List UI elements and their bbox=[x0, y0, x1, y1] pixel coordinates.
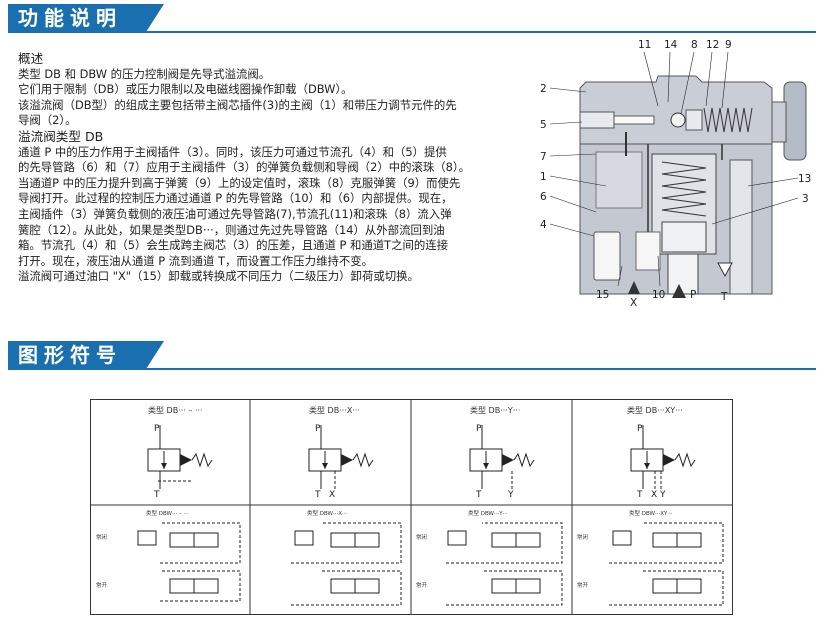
symbol-title: 类型 DB···X··· bbox=[309, 405, 360, 415]
symbol-title: 类型 DBW···Y··· bbox=[468, 509, 508, 517]
label-12: 12 bbox=[706, 39, 719, 51]
text-line: 类型 DB 和 DBW 的压力控制阀是先导式溢流阀。 bbox=[18, 66, 271, 81]
symbol-title: 类型 DB···Y··· bbox=[470, 405, 520, 415]
label-13: 13 bbox=[798, 173, 811, 185]
symbol-db-y: 类型 DB···Y··· P T Y bbox=[469, 405, 535, 500]
text-line: 导阀（2）。 bbox=[18, 113, 77, 128]
label-5: 5 bbox=[540, 119, 547, 131]
type-heading: 溢流阀类型 DB bbox=[18, 128, 104, 144]
port-XY: X Y bbox=[651, 490, 666, 500]
no-label: 常开 bbox=[416, 581, 428, 589]
symbol-title: 类型 DB···XY··· bbox=[627, 405, 683, 415]
text-line: 箱。节流孔（4）和（5）会生成跨主阀芯（3）的压差，且通道 P 和通道T之间的连… bbox=[18, 238, 449, 253]
nc-label: 常闭 bbox=[416, 533, 427, 541]
label-2: 2 bbox=[540, 83, 547, 95]
label-10: 10 bbox=[652, 289, 665, 301]
symbol-db-xy: 类型 DB···XY··· P T X Y bbox=[627, 405, 696, 500]
no-label: 常开 bbox=[577, 581, 589, 589]
label-9: 9 bbox=[725, 39, 732, 51]
symbol-dbw-xy: 类型 DBW···XY··· 常闭 常开 bbox=[577, 509, 724, 606]
text-line: 的先导管路（6）和（7）应用于主阀插件（3）的弹簧负载侧和导阀（2）中的滚珠（8… bbox=[18, 160, 470, 175]
text-line: 主阀插件（3）弹簧负载侧的液压油可通过先导管路(7),节流孔(11)和滚珠（8）… bbox=[18, 206, 452, 221]
text-line: 打开。现在，液压油从通道 P 流到通道 T，而设置工作压力维持不变。 bbox=[18, 253, 374, 268]
header-rule bbox=[8, 368, 816, 370]
port-P: P bbox=[315, 424, 321, 434]
valve-cross-section-diagram: 11 14 8 12 9 2 5 7 1 6 4 13 3 15 X 10 P … bbox=[540, 39, 811, 308]
port-P: P bbox=[476, 424, 482, 434]
no-label: 常开 bbox=[96, 581, 108, 589]
label-4: 4 bbox=[540, 219, 547, 231]
symbol-title: 类型 DBW···XY··· bbox=[629, 509, 673, 517]
section-header-symbols: 图形符号 bbox=[8, 341, 164, 369]
label-3: 3 bbox=[802, 193, 809, 205]
section-header-function: 功能说明 bbox=[8, 4, 164, 32]
label-T: T bbox=[720, 291, 728, 303]
port-T: T bbox=[153, 490, 160, 500]
label-P: P bbox=[690, 289, 696, 301]
port-P: P bbox=[154, 424, 160, 434]
text-line: 当通道P 中的压力提升到高于弹簧（9）上的设定值时，滚珠（8）克服弹簧（9）而使… bbox=[18, 175, 461, 190]
label-14: 14 bbox=[664, 39, 678, 51]
port-P: P bbox=[637, 424, 643, 434]
symbol-dbw-y: 类型 DBW···Y··· 常闭 常开 bbox=[416, 509, 563, 606]
label-8: 8 bbox=[691, 39, 698, 51]
port-T: T bbox=[314, 490, 321, 500]
overview-heading: 概述 bbox=[18, 51, 44, 66]
label-11: 11 bbox=[638, 39, 651, 51]
label-X: X bbox=[630, 297, 637, 308]
header-rule bbox=[8, 31, 816, 33]
symbol-title: 类型 DBW··· – ··· bbox=[146, 509, 189, 517]
graphic-symbols-table: 类型 DB··· – ··· P T 类型 DB···X··· P T X 类型… bbox=[90, 399, 733, 615]
symbol-title: 类型 DBW···X··· bbox=[307, 509, 348, 517]
label-15: 15 bbox=[596, 289, 609, 301]
text-line: 导阀打开。此过程的控制压力通过通道 P 的先导管路（10）和（6）内部提供。现在… bbox=[18, 191, 453, 206]
label-1: 1 bbox=[540, 171, 547, 183]
text-line: 溢流阀可通过油口 "X"（15）卸载或转换成不同压力（二级压力）卸荷或切换。 bbox=[18, 269, 419, 284]
text-line: 通道 P 中的压力作用于主阀插件（3）。同时，该压力可通过节流孔（4）和（5）提… bbox=[18, 144, 447, 159]
text-line: 它们用于限制（DB）或压力限制以及电磁线圈操作卸载（DBW）。 bbox=[18, 82, 353, 97]
port-Y: Y bbox=[507, 490, 514, 500]
symbol-db-x: 类型 DB···X··· P T X bbox=[308, 405, 374, 500]
text-line: 该溢流阀（DB型）的组成主要包括带主阀芯插件(3)的主阀（1）和带压力调节元件的… bbox=[18, 97, 457, 112]
label-7: 7 bbox=[540, 151, 547, 163]
port-T: T bbox=[636, 490, 643, 500]
label-6: 6 bbox=[540, 191, 547, 203]
symbol-title: 类型 DB··· – ··· bbox=[148, 405, 203, 415]
text-line: 簧腔（12）。从此处，如果是类型DB···，则通过先过先导管路（14）从外部流回… bbox=[18, 222, 445, 237]
port-X: X bbox=[329, 490, 335, 500]
description-text: 概述 类型 DB 和 DBW 的压力控制阀是先导式溢流阀。 它们用于限制（DB）… bbox=[18, 51, 528, 285]
nc-label: 常闭 bbox=[577, 533, 588, 541]
symbol-db: 类型 DB··· – ··· P T bbox=[147, 405, 213, 500]
port-T: T bbox=[475, 490, 482, 500]
symbol-dbw: 类型 DBW··· – ··· 常闭 常开 bbox=[96, 509, 241, 602]
nc-label: 常闭 bbox=[96, 533, 107, 541]
symbol-dbw-x: 类型 DBW···X··· bbox=[291, 509, 402, 606]
